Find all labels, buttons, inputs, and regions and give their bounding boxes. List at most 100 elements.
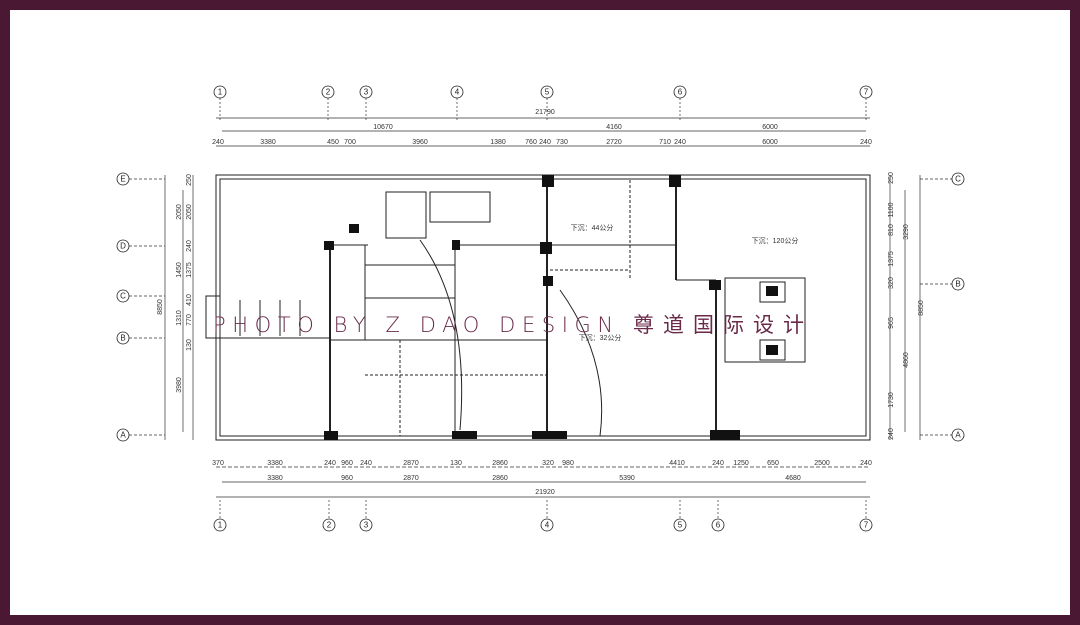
dimension-label: 1375 [888, 251, 895, 267]
outer-wall [215, 174, 871, 441]
dimension-label: 1730 [888, 392, 895, 408]
dimension-label: 4160 [606, 124, 622, 131]
dimension-label: 410 [186, 294, 193, 306]
axis-bubble [859, 85, 873, 99]
axis-bubble [540, 518, 554, 532]
dimension-label: 240 [186, 240, 193, 252]
axis-label: 5 [545, 88, 550, 97]
watermark-cjk: 尊道国际设计 [633, 313, 814, 337]
dimension-label: 2050 [186, 204, 193, 220]
axis-label: 6 [678, 88, 683, 97]
axis-bubble [213, 518, 227, 532]
axis-label: D [120, 242, 126, 251]
dimension-label: 1100 [888, 202, 895, 217]
axis-bubble [450, 85, 464, 99]
axis-bubble [951, 277, 965, 291]
dimension-label: 700 [344, 139, 356, 146]
dimension-label: 21920 [535, 489, 555, 496]
inner-wall [219, 178, 867, 437]
dimension-label: 4680 [785, 475, 801, 482]
axis-label: A [120, 431, 126, 440]
level-note: 下沉：120公分 [752, 236, 799, 245]
axis-label: 4 [455, 88, 460, 97]
axis-label: 7 [864, 521, 869, 530]
axis-label: 1 [218, 88, 223, 97]
axis-bubble [116, 289, 130, 303]
watermark: PHOTO BY Z DAO DESIGN 尊道国际设计 [213, 309, 813, 339]
dimension-label: 3380 [260, 139, 276, 146]
axis-bubble [116, 428, 130, 442]
axis-bubble [116, 172, 130, 186]
dimension-label: 240 [539, 139, 551, 146]
dimension-label: 960 [341, 475, 353, 482]
dimension-label: 4410 [669, 460, 685, 467]
axis-bubble [322, 518, 336, 532]
dimension-label: 2050 [176, 204, 183, 220]
dimension-label: 130 [186, 339, 193, 351]
dimension-label: 5390 [619, 475, 635, 482]
axis-bubble [951, 428, 965, 442]
axis-bubble [673, 518, 687, 532]
dimension-label: 130 [450, 460, 462, 467]
dimension-label: 3980 [176, 377, 183, 393]
dimension-label: 370 [212, 460, 224, 467]
axis-label: 6 [716, 521, 721, 530]
dimension-label: 2500 [814, 460, 830, 467]
floor-plan-sheet: 1 2 3 4 5 6 7 21790 10670 4160 6000 240 3380 450 700 39… [10, 10, 1070, 615]
axis-label: A [955, 431, 961, 440]
dimension-label: 1310 [176, 310, 183, 326]
dimension-label: 8850 [157, 299, 164, 315]
dimension-label: 2720 [606, 139, 622, 146]
axis-bubble [540, 85, 554, 99]
dimension-label: 450 [327, 139, 339, 146]
dimension-label: 650 [767, 460, 779, 467]
dimension-label: 3960 [412, 139, 428, 146]
dimension-label: 2860 [492, 460, 508, 467]
dimension-label: 240 [860, 139, 872, 146]
dimension-label: 1450 [176, 262, 183, 278]
dimension-label: 240 [888, 428, 895, 440]
dimension-label: 240 [360, 460, 372, 467]
axis-bubble [116, 331, 130, 345]
axis-bubble [711, 518, 725, 532]
dimension-label: 250 [888, 172, 895, 184]
dimension-label: 240 [860, 460, 872, 467]
dimension-label: 240 [212, 139, 224, 146]
axis-label: E [120, 175, 125, 184]
dimension-label: 3290 [903, 224, 910, 240]
axis-bubble [321, 85, 335, 99]
axis-bubble [951, 172, 965, 186]
dimension-label: 8850 [918, 300, 925, 316]
dimension-label: 320 [542, 460, 554, 467]
dimension-label: 3380 [267, 460, 283, 467]
dimension-label: 2860 [492, 475, 508, 482]
axis-label: 1 [218, 521, 223, 530]
dimension-label: 250 [186, 174, 193, 186]
dimension-label: 810 [888, 224, 895, 236]
dimension-label: 6000 [762, 139, 778, 146]
axis-label: 7 [864, 88, 869, 97]
floor-plan-drawing: 1 2 3 4 5 6 7 21790 10670 4160 6000 240 3380 450 700 39… [116, 85, 965, 532]
dimension-label: 1375 [186, 262, 193, 278]
dimension-label: 4860 [903, 352, 910, 368]
axis-label: 4 [545, 521, 550, 530]
level-note: 下沉：32公分 [579, 333, 622, 342]
dimension-label: 710 [659, 139, 671, 146]
axis-bubble [859, 518, 873, 532]
axis-label: C [120, 292, 126, 301]
level-note: 下沉：44公分 [571, 223, 614, 232]
axis-bubble [359, 518, 373, 532]
axis-label: B [955, 280, 960, 289]
axis-label: 2 [327, 521, 332, 530]
dimension-label: 21790 [535, 109, 555, 116]
dimension-label: 320 [888, 277, 895, 289]
dimension-label: 980 [562, 460, 574, 467]
axis-label: 5 [678, 521, 683, 530]
dimension-label: 3380 [267, 475, 283, 482]
dimension-label: 760 [525, 139, 537, 146]
axis-label: 3 [364, 88, 369, 97]
dimension-label: 240 [324, 460, 336, 467]
dimension-label: 965 [888, 317, 895, 329]
axis-label: 2 [326, 88, 331, 97]
dimension-label: 10670 [373, 124, 393, 131]
